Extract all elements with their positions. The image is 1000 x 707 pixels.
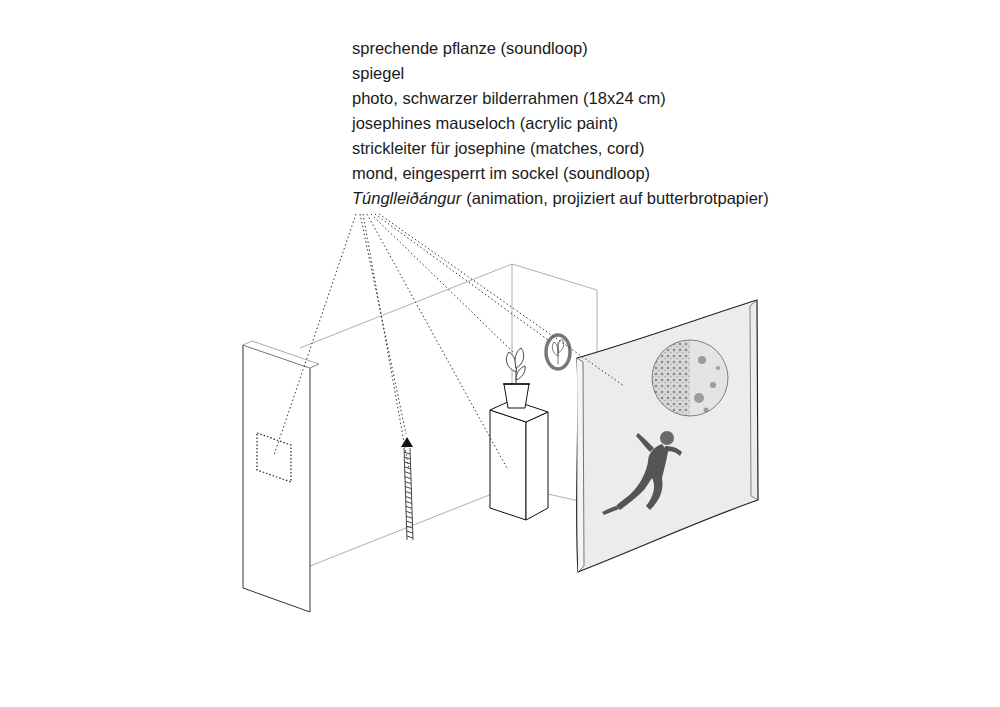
ladder-rung (406, 501, 412, 503)
ladder-rung (407, 536, 413, 538)
ladder-rung (406, 511, 412, 513)
part-label: (animation, projiziert auf butterbrotpap… (465, 188, 770, 208)
rope-ladder (401, 437, 413, 540)
ladder-rung (404, 452, 410, 454)
ladder-rung (405, 482, 411, 484)
ladder-rung (407, 531, 413, 533)
part-label: josephines mauseloch (acrylic paint) (351, 113, 619, 133)
part-label: spiegel (351, 63, 405, 83)
part-label: strickleiter für josephine (matches, cor… (351, 138, 646, 158)
ladder-rung (406, 516, 412, 518)
ladder-rung (405, 477, 411, 479)
ladder-rung (406, 521, 412, 523)
part-label: mond, eingesperrt im sockel (soundloop) (351, 163, 651, 183)
projection-screen (577, 300, 758, 572)
ladder-rung (405, 492, 411, 494)
pedestal (490, 400, 548, 520)
plant (503, 348, 530, 408)
photo-frame (257, 433, 291, 482)
ladder-rung (406, 496, 412, 498)
gallery-walls (300, 264, 597, 566)
ladder-rung (405, 467, 411, 469)
moon-traveller-figure (602, 431, 682, 515)
ladder-rung (405, 472, 411, 474)
part-label: sprechende pflanze (soundloop) (351, 38, 589, 58)
ladder-rung (407, 526, 413, 528)
mouse-hole (401, 437, 413, 447)
part-label: photo, schwarzer bilderrahmen (18x24 cm) (351, 88, 667, 108)
leader-lines (274, 214, 624, 470)
mirror (546, 335, 570, 369)
ladder-rung (406, 506, 412, 508)
left-panel (243, 341, 319, 612)
part-label: Túnglleiðángur (351, 188, 462, 208)
ladder-rung (405, 487, 411, 489)
